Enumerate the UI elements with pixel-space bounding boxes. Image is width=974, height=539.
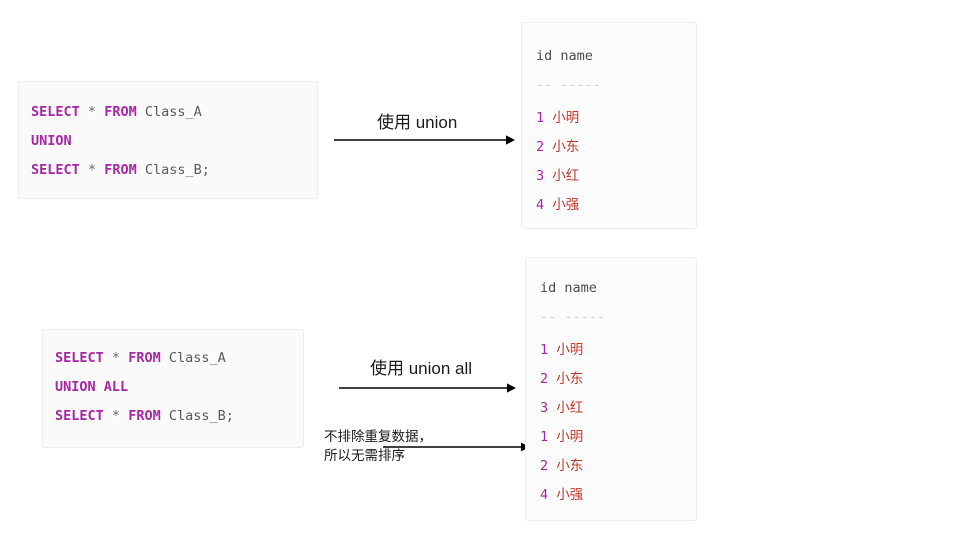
table-row: 2 小东 — [536, 135, 579, 155]
table-row: 3 小红 — [536, 164, 579, 184]
row-name: 小东 — [552, 139, 580, 155]
code-line: SELECT * FROM Class_B; — [31, 162, 317, 178]
row-name: 小明 — [552, 110, 580, 126]
code-block-union-all: SELECT * FROM Class_A UNION ALL SELECT *… — [42, 329, 304, 448]
table-row: 4 小强 — [540, 483, 583, 503]
sql-table-name: Class_A — [168, 350, 226, 366]
row-name: 小东 — [556, 371, 584, 387]
sql-keyword: FROM — [128, 408, 161, 424]
note-line-2: 所以无需排序 — [324, 448, 405, 463]
row-name: 小明 — [556, 429, 584, 445]
sql-keyword: SELECT — [55, 408, 104, 424]
table-row: 4 小强 — [536, 193, 579, 213]
row-id: 1 — [540, 429, 549, 445]
sql-keyword: FROM — [128, 350, 161, 366]
result-separator: -- ----- — [540, 309, 606, 325]
table-row: 2 小东 — [540, 454, 583, 474]
table-row: 1 小明 — [540, 338, 583, 358]
note-line-1: 不排除重复数据， — [324, 429, 432, 444]
code-line: SELECT * FROM Class_B; — [55, 408, 303, 424]
row-name: 小东 — [556, 458, 584, 474]
row-id: 3 — [536, 168, 545, 184]
table-row: 1 小明 — [540, 425, 583, 445]
result-panel-union-all: id name -- ----- 1 小明 2 小东 3 小红 1 小明 2 小… — [525, 257, 697, 521]
table-row: 3 小红 — [540, 396, 583, 416]
sql-keyword: FROM — [104, 162, 137, 178]
sql-table-name: Class_A — [144, 104, 202, 120]
result-header: id name — [536, 48, 593, 64]
arrow-label-union-all: 使用 union all — [370, 359, 473, 378]
table-row: 1 小明 — [536, 106, 579, 126]
note-no-dedup: 不排除重复数据， 所以无需排序 — [324, 427, 432, 465]
result-header: id name — [540, 280, 597, 296]
sql-table-name: Class_B; — [144, 162, 210, 178]
row-name: 小强 — [556, 487, 584, 503]
row-id: 4 — [536, 197, 545, 213]
code-line: SELECT * FROM Class_A — [55, 350, 303, 366]
result-panel-union: id name -- ----- 1 小明 2 小东 3 小红 4 小强 — [521, 22, 697, 229]
row-id: 4 — [540, 487, 549, 503]
row-id: 3 — [540, 400, 549, 416]
sql-table-name: Class_B; — [168, 408, 234, 424]
sql-star: * — [111, 350, 121, 366]
arrow-union — [334, 135, 515, 145]
row-id: 2 — [536, 139, 545, 155]
arrow-union-all — [339, 383, 516, 393]
arrow-note-pointer — [383, 442, 530, 452]
sql-star: * — [111, 408, 121, 424]
sql-keyword: SELECT — [55, 350, 104, 366]
sql-keyword: SELECT — [31, 162, 80, 178]
arrow-label-union: 使用 union — [377, 113, 458, 132]
sql-keyword: UNION ALL — [55, 379, 129, 395]
table-row: 2 小东 — [540, 367, 583, 387]
row-id: 1 — [540, 342, 549, 358]
sql-keyword: FROM — [104, 104, 137, 120]
code-line: SELECT * FROM Class_A — [31, 104, 317, 120]
row-id: 2 — [540, 371, 549, 387]
row-name: 小强 — [552, 197, 580, 213]
row-id: 2 — [540, 458, 549, 474]
row-name: 小红 — [556, 400, 584, 416]
sql-star: * — [87, 162, 97, 178]
sql-star: * — [87, 104, 97, 120]
row-name: 小红 — [552, 168, 580, 184]
code-line: UNION — [31, 133, 317, 149]
sql-keyword: SELECT — [31, 104, 80, 120]
code-line: UNION ALL — [55, 379, 303, 395]
sql-keyword: UNION — [31, 133, 72, 149]
result-separator: -- ----- — [536, 77, 602, 93]
code-block-union: SELECT * FROM Class_A UNION SELECT * FRO… — [18, 81, 318, 199]
row-name: 小明 — [556, 342, 584, 358]
row-id: 1 — [536, 110, 545, 126]
